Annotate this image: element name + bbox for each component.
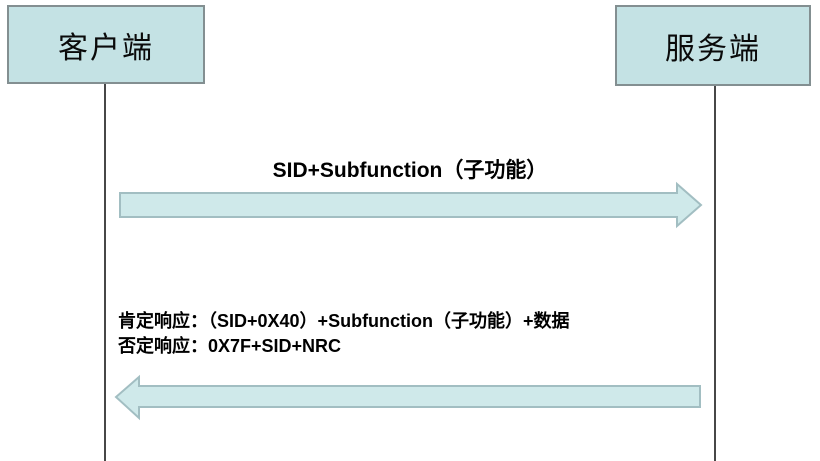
response-negative-label: 否定响应：0X7F+SID+NRC <box>118 336 342 356</box>
response-positive-label: 肯定响应：（SID+0X40）+Subfunction（子功能）+数据 <box>118 311 570 331</box>
response-arrow-label: 肯定响应：（SID+0X40）+Subfunction（子功能）+数据 否定响应… <box>118 309 570 359</box>
server-box-label: 服务端 <box>665 32 761 66</box>
server-box: 服务端 <box>615 5 811 86</box>
client-box: 客户端 <box>7 5 205 84</box>
client-box-label: 客户端 <box>58 31 154 65</box>
request-arrow <box>119 181 703 229</box>
request-arrow-label: SID+Subfunction（子功能） <box>272 159 548 182</box>
response-arrow <box>114 374 701 421</box>
